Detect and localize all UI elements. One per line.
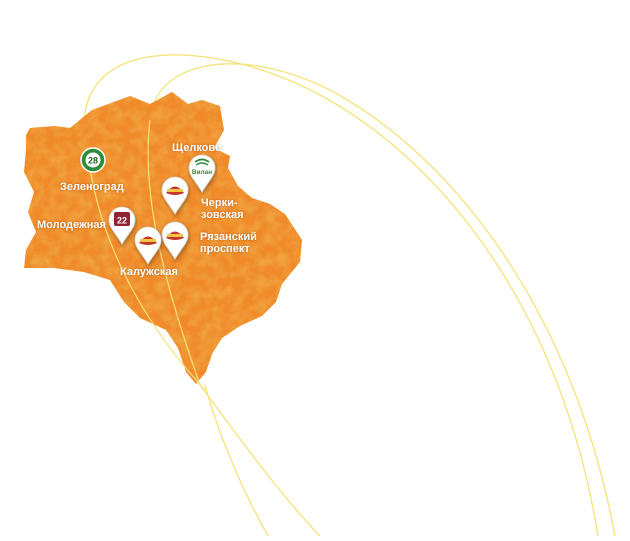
location-label-line: Рязанский: [200, 231, 257, 243]
pin-badge-text: 22: [117, 216, 127, 226]
decorative-curves: [83, 54, 616, 537]
store-pin-kaluzhskaya[interactable]: [134, 226, 162, 265]
curve-line: [147, 119, 201, 386]
pin-body: [161, 176, 189, 215]
store-pin-shchelkovo[interactable]: Вилан: [188, 154, 216, 193]
location-label-zelenograd[interactable]: Зеленоград: [60, 181, 124, 193]
location-label-ryazansky[interactable]: Рязанский проспект: [200, 231, 257, 255]
pin-body: [134, 226, 162, 265]
curve-line: [204, 384, 269, 537]
pin-badge-text: Вилан: [192, 169, 212, 176]
store-pin-ryazansky[interactable]: [161, 221, 189, 260]
location-label-line: проспект: [200, 243, 250, 255]
curve-line: [87, 154, 206, 391]
store-pin-cherkizovskaya[interactable]: [161, 176, 189, 215]
location-label-cherkizovskaya[interactable]: Черки- зовская: [201, 197, 244, 221]
store-22-maroon-logo-icon: [114, 212, 130, 226]
location-label-kaluzhskaya[interactable]: Калужская: [120, 266, 178, 278]
pin-badge-text: 28: [88, 156, 98, 166]
curve-line: [149, 63, 616, 537]
pin-body: [188, 154, 216, 193]
red-brand-logo-icon: [166, 186, 184, 195]
vilan-logo-icon: [194, 158, 210, 166]
location-label-line: зовская: [201, 209, 244, 221]
curve-line: [197, 381, 321, 537]
badge-inner: [85, 152, 101, 168]
location-label-line: Черки-: [201, 197, 238, 209]
store-pin-molodezhnaya[interactable]: 22: [108, 206, 136, 245]
location-label-molodezhnaya[interactable]: Молодежная: [37, 219, 106, 231]
curve-line: [83, 54, 599, 537]
store-pin-zelenograd[interactable]: 28: [80, 147, 106, 173]
location-label-shchelkovo[interactable]: Щелково: [172, 142, 222, 154]
red-brand-logo-icon: [139, 236, 157, 245]
red-brand-logo-icon: [166, 231, 184, 240]
pin-body: [161, 221, 189, 260]
decorative-curves-front: [87, 119, 206, 391]
